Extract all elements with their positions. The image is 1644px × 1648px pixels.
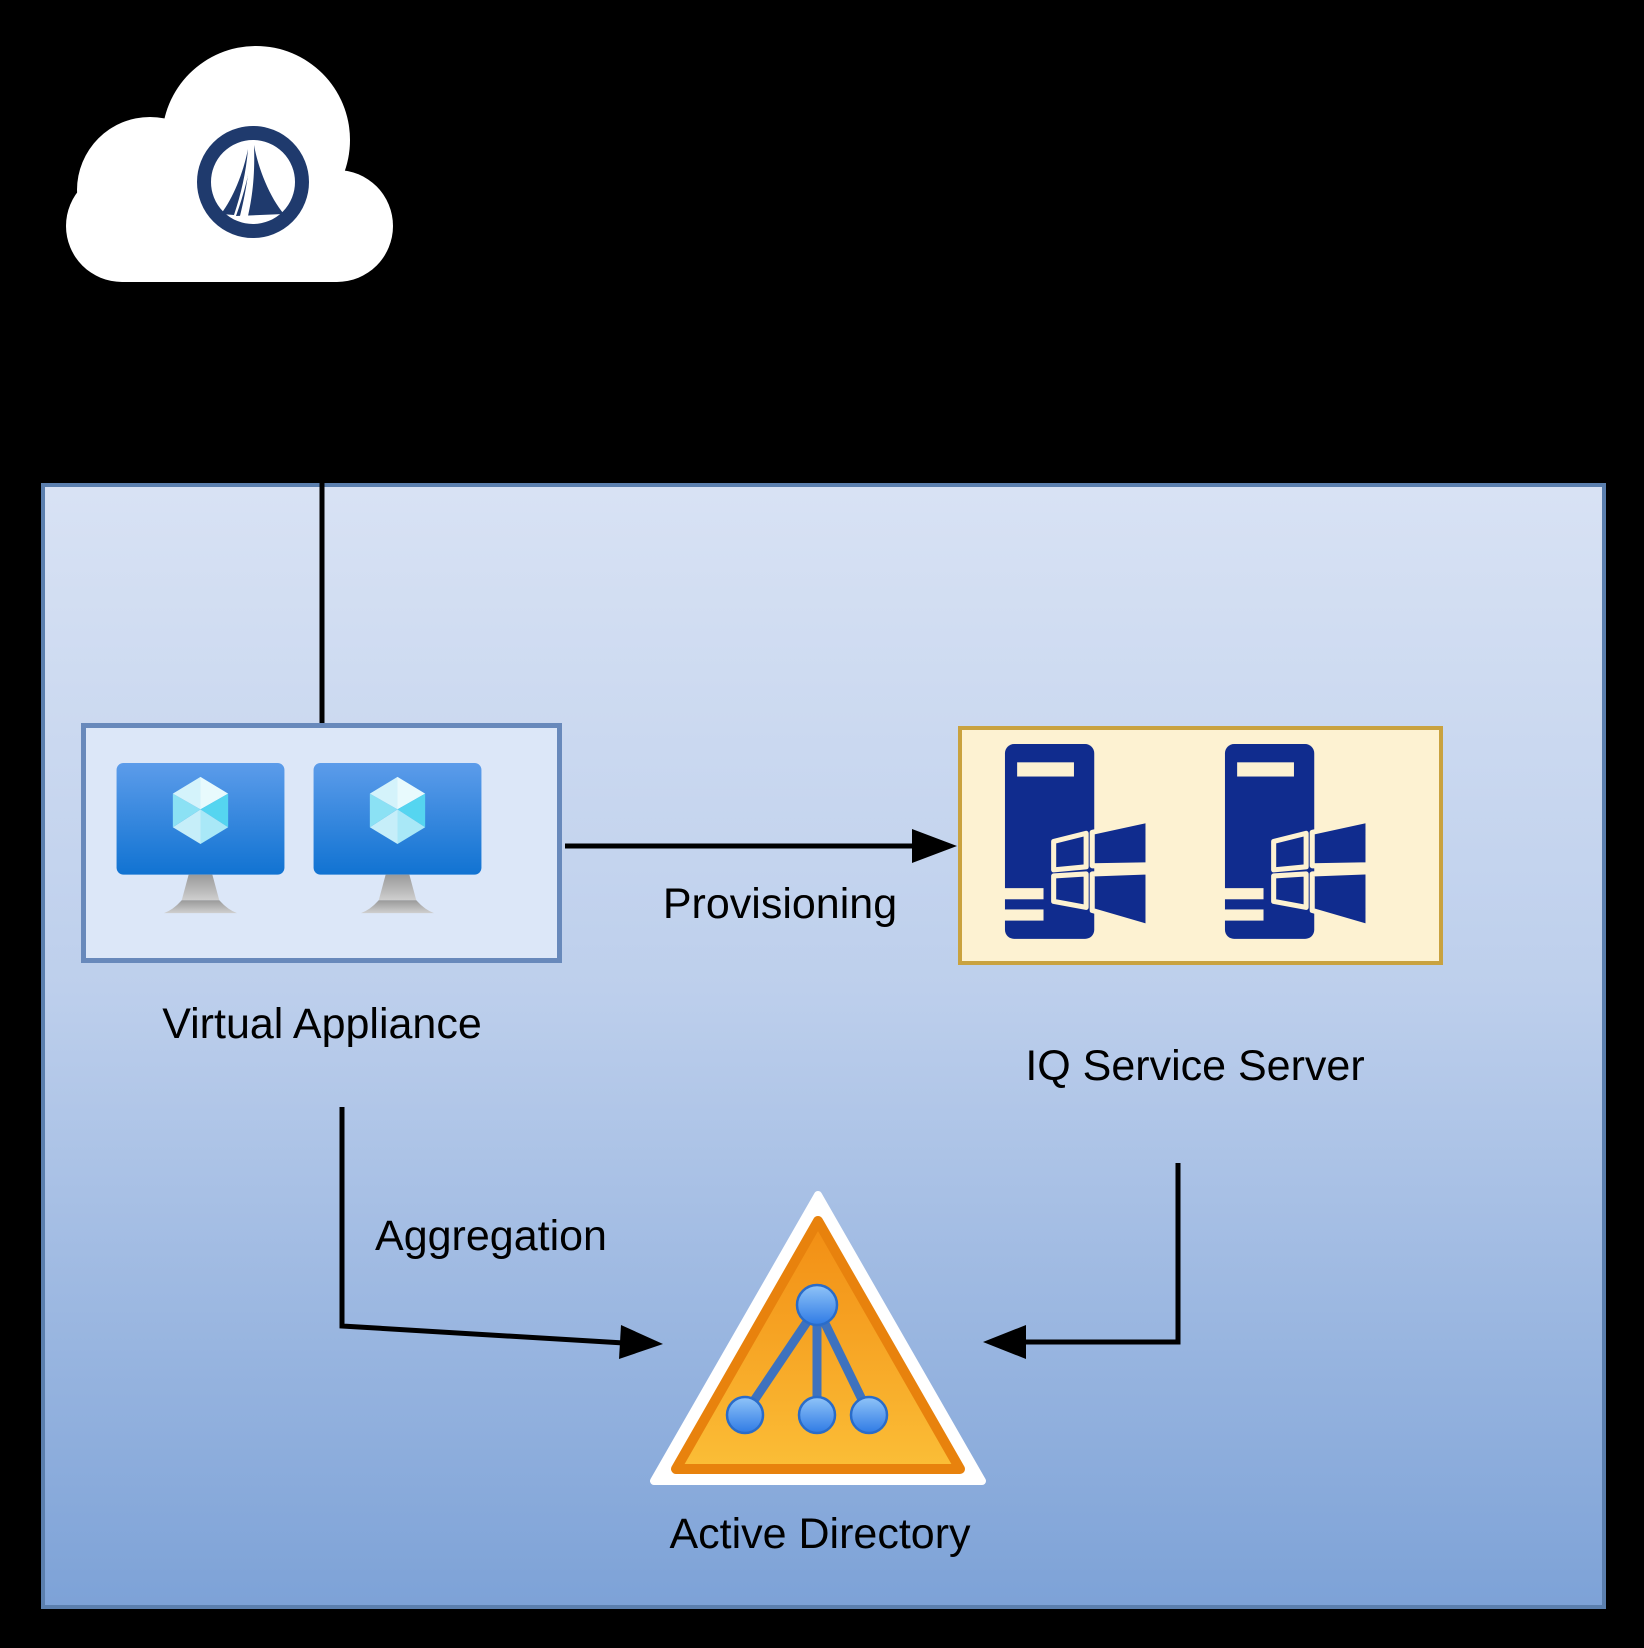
cube-icon	[172, 776, 229, 844]
windows-server-icon	[1000, 744, 1151, 939]
active-directory-triangle-icon	[650, 1191, 986, 1485]
aggregation-label: Aggregation	[375, 1212, 607, 1260]
azure-vm-monitor-icon	[116, 763, 285, 914]
active-directory-label: Active Directory	[669, 1510, 971, 1558]
sailpoint-sailboat-icon	[197, 126, 309, 238]
windows-flag-icon	[1051, 817, 1151, 930]
cube-icon	[369, 776, 426, 844]
cloud-icon	[66, 46, 393, 282]
directory-tree-nodes	[725, 1283, 889, 1435]
provisioning-label: Provisioning	[662, 880, 898, 928]
azure-vm-monitor-icon	[313, 763, 482, 914]
windows-flag-icon	[1271, 817, 1371, 930]
windows-server-icon	[1220, 744, 1371, 939]
virtual-appliance-label: Virtual Appliance	[162, 1000, 482, 1048]
iq-service-server-label: IQ Service Server	[1025, 1042, 1365, 1090]
